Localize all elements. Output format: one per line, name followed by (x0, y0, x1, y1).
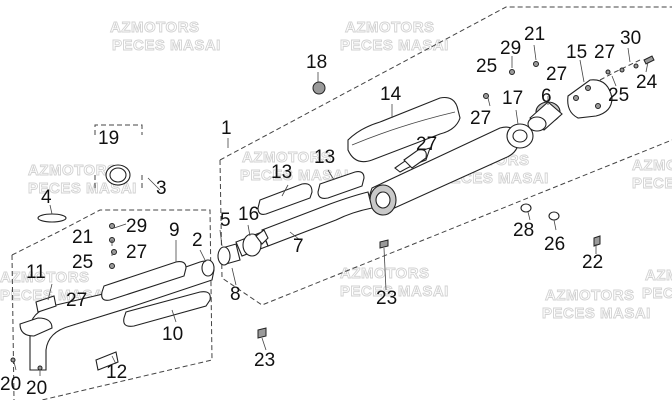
watermarks: AZMOTORS PECES MASAI AZMOTORS PECES MASA… (0, 19, 672, 323)
callout-27-top: 27 (470, 108, 491, 129)
svg-text:PECES MASAI: PECES MASAI (340, 37, 449, 54)
watermark: AZMOTORS PECES MASAI (340, 265, 449, 301)
callout-27-upper-right: 27 (594, 42, 615, 63)
watermark: AZMOTORS PECES MASAI (240, 149, 349, 185)
svg-text:PECES MASAI: PECES MASAI (642, 285, 672, 302)
leader-lines (13, 44, 649, 376)
svg-text:PECES MASAI: PECES MASAI (340, 283, 449, 300)
callout-21-front: 21 (72, 227, 93, 248)
callout-9: 9 (169, 220, 180, 241)
callout-8: 8 (230, 284, 241, 305)
svg-text:AZMOTORS: AZMOTORS (28, 162, 118, 179)
front-fasteners (10, 223, 117, 371)
callout-21-top: 21 (524, 24, 545, 45)
callout-29-top: 29 (500, 38, 521, 59)
svg-text:AZMOTORS: AZMOTORS (110, 19, 200, 36)
svg-text:AZMOTORS: AZMOTORS (345, 19, 435, 36)
callout-27-front: 27 (126, 242, 147, 263)
svg-text:PECES MASAI: PECES MASAI (542, 305, 651, 322)
gasket-17 (506, 123, 534, 149)
heat-shield-13-left (257, 183, 313, 215)
callout-25-top: 25 (476, 56, 497, 77)
svg-text:PECES MASAI: PECES MASAI (28, 180, 137, 197)
svg-text:PECES MASAI: PECES MASAI (240, 167, 349, 184)
gasket-5 (217, 243, 241, 266)
gasket-4 (37, 213, 67, 223)
callout-2: 2 (192, 230, 203, 251)
callout-23-bottom: 23 (254, 350, 275, 371)
svg-text:AZMOTORS: AZMOTORS (645, 267, 672, 284)
svg-text:AZMOTORS: AZMOTORS (242, 149, 332, 166)
end-cap-6 (527, 101, 563, 132)
muffler-mount-bracket (403, 149, 427, 169)
callout-18: 18 (306, 52, 327, 73)
watermark: AZMOTORS PECES MASAI (340, 19, 449, 55)
callout-5: 5 (220, 210, 231, 231)
heat-shield-13-right (317, 171, 365, 199)
callout-12: 12 (106, 362, 127, 383)
svg-text:AZMOTORS: AZMOTORS (545, 287, 635, 304)
callout-23-center: 23 (376, 288, 397, 309)
callout-13-left: 13 (271, 162, 292, 183)
callout-7: 7 (293, 236, 304, 257)
clamp-19 (105, 164, 131, 186)
callout-30: 30 (620, 28, 641, 49)
callout-25-right: 25 (608, 85, 629, 106)
exhaust-flange (19, 317, 53, 337)
svg-text:AZMOTORS: AZMOTORS (340, 265, 430, 282)
heat-shield-14 (347, 96, 461, 163)
callout-numbers: 1 2 3 4 5 6 7 8 9 10 11 12 13 13 14 15 1… (0, 24, 658, 399)
bracket-19-boundary (94, 124, 143, 190)
svg-text:PECES MASAI: PECES MASAI (112, 37, 221, 54)
callout-1: 1 (221, 118, 232, 139)
callout-6: 6 (541, 86, 552, 107)
callout-27-left: 27 (66, 290, 87, 311)
callout-3: 3 (156, 178, 167, 199)
watermark: AZMOTORS PECES MASAI (110, 19, 221, 55)
callout-20-left: 20 (0, 374, 21, 395)
svg-text:PECES MASAI: PECES MASAI (632, 175, 672, 192)
tail-cover-15 (567, 79, 613, 119)
callout-4: 4 (41, 187, 52, 208)
callout-13-right: 13 (314, 147, 335, 168)
callout-11: 11 (26, 262, 46, 283)
callout-24: 24 (636, 72, 658, 93)
svg-text:AZMOTORS: AZMOTORS (0, 269, 90, 286)
svg-text:AZMOTORS: AZMOTORS (632, 157, 672, 174)
callout-29-front: 29 (126, 216, 147, 237)
callout-27-cap: 27 (546, 64, 567, 85)
bracket-upper-right (599, 59, 641, 81)
callout-16: 16 (238, 204, 259, 225)
callout-28: 28 (513, 220, 534, 241)
watermark: AZMOTORS PECES MASAI (542, 287, 651, 323)
bracket-11 (35, 295, 57, 313)
callout-14: 14 (380, 84, 402, 105)
callout-19: 19 (98, 128, 119, 149)
callout-22: 22 (582, 252, 603, 273)
heat-shield-10 (123, 291, 211, 327)
callout-25-front: 25 (72, 252, 93, 273)
header-heat-shield-9 (101, 261, 187, 301)
callout-15: 15 (566, 42, 587, 63)
assembly-3-boundary (11, 209, 213, 400)
watermark: AZMOTORS PECES MASAI (642, 267, 672, 303)
watermark: AZMOTORS PECES MASAI (632, 157, 672, 193)
callout-27-mid: 27 (416, 134, 437, 155)
fasteners (257, 55, 655, 339)
callout-20-right: 20 (26, 378, 47, 399)
watermark: AZMOTORS PECES MASAI (28, 162, 137, 198)
clamp-16 (242, 229, 269, 257)
callout-17: 17 (502, 88, 523, 109)
callout-26: 26 (544, 234, 565, 255)
callout-10: 10 (162, 324, 183, 345)
assembly-1-boundary (219, 6, 672, 306)
